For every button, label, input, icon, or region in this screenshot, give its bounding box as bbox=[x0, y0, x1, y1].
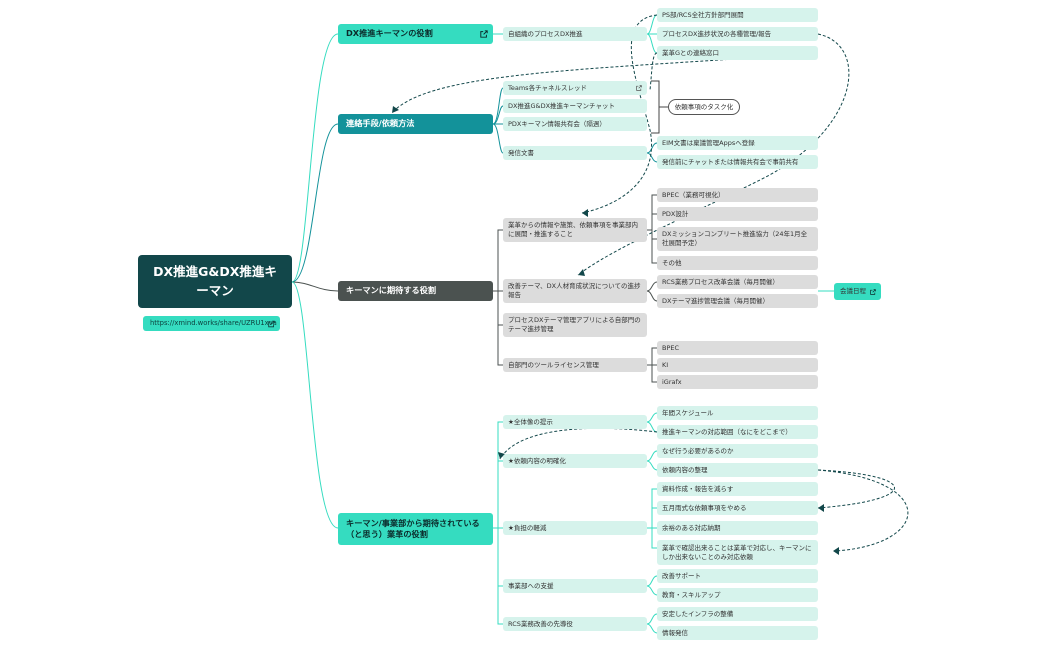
meeting-badge[interactable]: 会議日程 bbox=[834, 283, 881, 300]
external-link-icon bbox=[870, 288, 876, 295]
expect-item-d[interactable]: 自部門のツールライセンス管理 bbox=[503, 358, 647, 372]
reform-sub[interactable]: 安定したインフラの整備 bbox=[657, 607, 818, 621]
role-item[interactable]: PS部/RCS全社方針部門展開 bbox=[657, 8, 818, 22]
branch-expect-title: キーマンに期待する役割 bbox=[346, 285, 437, 296]
external-link-icon bbox=[268, 320, 275, 327]
branch-reform[interactable]: キーマン/事業部から期待されている（と思う）業革の役割 bbox=[338, 513, 493, 545]
expect-a-sub[interactable]: DXミッションコンプリート推進協力（24年1月全社展開予定） bbox=[657, 227, 818, 251]
reform-group[interactable]: RCS業務改善の先導役 bbox=[503, 617, 647, 631]
expect-item-a[interactable]: 業革からの情報や施策、依頼事項を事業部内に展開・推進すること bbox=[503, 218, 647, 242]
expect-a-sub[interactable]: BPEC（業務可視化） bbox=[657, 188, 818, 202]
role-sub[interactable]: 自組織のプロセスDX推進 bbox=[503, 27, 647, 41]
root-title: DX推進G&DX推進キーマン bbox=[153, 263, 277, 298]
reform-group[interactable]: ★全体像の提示 bbox=[503, 415, 647, 429]
branch-contact-title: 連絡手段/依頼方法 bbox=[346, 118, 415, 129]
branch-role-title: DX推進キーマンの役割 bbox=[346, 28, 433, 39]
reform-sub[interactable]: 推進キーマンの対応範囲（なにをどこまで） bbox=[657, 425, 818, 439]
contact-doc-item[interactable]: 発信前にチャットまたは情報共有会で事前共有 bbox=[657, 155, 818, 169]
expect-b-sub[interactable]: DXテーマ進捗管理会議（毎月開催） bbox=[657, 294, 818, 308]
role-item[interactable]: 業革Gとの連絡窓口 bbox=[657, 46, 818, 60]
branch-role[interactable]: DX推進キーマンの役割 bbox=[338, 24, 493, 44]
reform-sub[interactable]: なぜ行う必要があるのか bbox=[657, 444, 818, 458]
reform-sub[interactable]: 余裕のある対応納期 bbox=[657, 521, 818, 535]
reform-sub[interactable]: 資料作成・報告を減らす bbox=[657, 482, 818, 496]
contact-doc[interactable]: 発信文書 bbox=[503, 146, 647, 160]
contact-channel[interactable]: DX推進G&DX推進キーマンチャット bbox=[503, 99, 647, 113]
contact-doc-item[interactable]: EIM文書は稟議管理Appsへ登録 bbox=[657, 136, 818, 150]
contact-channel[interactable]: Teams各チャネルスレッド bbox=[503, 81, 647, 95]
reform-sub[interactable]: 業革で確認出来ることは業革で対応し、キーマンにしか出来ないことのみ対応依頼 bbox=[657, 540, 818, 565]
root-link[interactable]: https://xmind.works/share/UZRU1xva bbox=[143, 316, 280, 331]
expect-d-sub[interactable]: iGrafx bbox=[657, 375, 818, 389]
expect-a-sub[interactable]: PDX設計 bbox=[657, 207, 818, 221]
callout-task[interactable]: 依頼事項のタスク化 bbox=[668, 99, 740, 115]
expect-b-sub[interactable]: RCS業務プロセス改革会議（毎月開催） bbox=[657, 275, 818, 289]
reform-group[interactable]: ★負担の軽減 bbox=[503, 521, 647, 535]
external-link-icon bbox=[480, 30, 488, 38]
expect-item-c[interactable]: プロセスDXテーマ管理アプリによる自部門のテーマ進捗管理 bbox=[503, 313, 647, 337]
expect-d-sub[interactable]: KI bbox=[657, 358, 818, 372]
reform-sub[interactable]: 改善サポート bbox=[657, 569, 818, 583]
contact-channel[interactable]: PDXキーマン情報共有会（隔週） bbox=[503, 117, 647, 131]
branch-expect[interactable]: キーマンに期待する役割 bbox=[338, 281, 493, 301]
external-link-icon bbox=[636, 85, 642, 91]
reform-sub[interactable]: 五月雨式な依頼事項をやめる bbox=[657, 501, 818, 515]
root-topic[interactable]: DX推進G&DX推進キーマン bbox=[138, 255, 292, 308]
reform-group[interactable]: ★依頼内容の明確化 bbox=[503, 454, 647, 468]
reform-sub[interactable]: 教育・スキルアップ bbox=[657, 588, 818, 602]
reform-sub[interactable]: 情報発信 bbox=[657, 626, 818, 640]
expect-a-sub[interactable]: その他 bbox=[657, 256, 818, 270]
root-link-text: https://xmind.works/share/UZRU1xva bbox=[150, 318, 277, 327]
branch-contact[interactable]: 連絡手段/依頼方法 bbox=[338, 114, 493, 134]
branch-reform-title: キーマン/事業部から期待されている（と思う）業革の役割 bbox=[346, 517, 480, 539]
expect-d-sub[interactable]: BPEC bbox=[657, 341, 818, 355]
expect-item-b[interactable]: 改善テーマ、DX人材育成状況についての進捗報告 bbox=[503, 279, 647, 303]
role-item[interactable]: プロセスDX進捗状況の各種管理/報告 bbox=[657, 27, 818, 41]
reform-group[interactable]: 事業部への支援 bbox=[503, 579, 647, 593]
reform-sub[interactable]: 依頼内容の整理 bbox=[657, 463, 818, 477]
reform-sub[interactable]: 年間スケジュール bbox=[657, 406, 818, 420]
